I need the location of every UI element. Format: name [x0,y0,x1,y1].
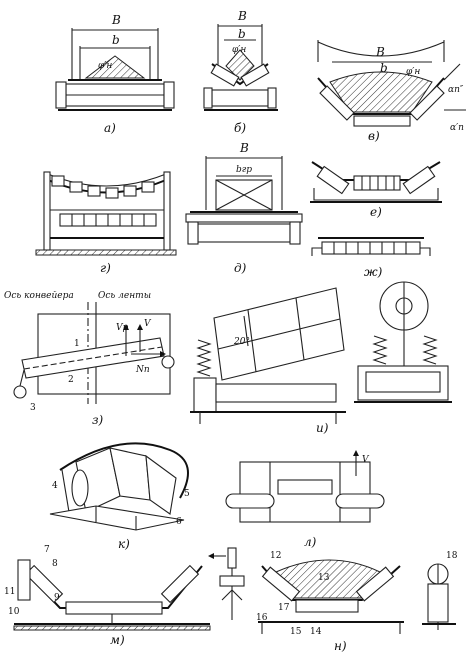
caption-d: д) [234,261,247,275]
caption-b: б) [234,121,246,135]
dim-B-b: B [237,9,247,23]
label-V-z: V [144,319,152,329]
caption-a: а) [104,121,116,135]
num-13: 13 [318,573,330,583]
garland-rollers [51,175,155,199]
caption-n: н) [334,639,347,653]
caption-g: г) [100,261,111,275]
figure-a-flat-idler: B b φ′н а) [55,13,175,135]
figure-v-three-roll-idler: B b φ′н αп″ α′п в) [317,40,466,143]
num-3: 3 [30,403,36,413]
figure-d-idler: B bгр д) [185,141,303,275]
caption-k: к) [118,537,130,551]
num-8: 8 [52,559,58,569]
return-rollers-g [59,213,157,227]
num-14: 14 [310,627,322,637]
label-belt-axis: Ось ленты [98,291,151,301]
figure-z-centering-plan: Ось конвейера Ось ленты 1 2 3 Vр V Nп з) [4,291,175,427]
num-18: 18 [446,551,458,561]
dim-b-a: b [112,33,120,47]
caption-l: л) [304,535,317,549]
num-7: 7 [44,545,50,555]
figure-e-idler: е) [310,161,442,219]
dim-phi-v: φ′н [406,67,420,77]
label-Vp: Vр [116,323,128,333]
caption-i: и) [316,421,329,435]
figure-g-garland-idler: г) [35,171,177,275]
caption-zh: ж) [364,265,383,279]
caption-v: в) [368,129,380,143]
dim-alpha-sec: α′п [450,123,464,133]
dim-b-b: b [238,27,246,41]
figure-b-two-roll-idler: B b φ′н б) [203,9,278,135]
dim-phi-a: φ′н [98,61,112,71]
spring-left-i [196,339,212,377]
num-10: 10 [8,607,20,617]
num-11: 11 [4,587,15,597]
figure-zh-return-idler: ж) [311,237,431,279]
caption-z: з) [92,413,104,427]
dim-B-d: B [239,141,249,155]
num-12: 12 [270,551,281,561]
dim-bgr-d: bгр [236,165,252,175]
dim-B-a: B [111,13,121,27]
figure-n-idler: 12 13 14 15 16 17 18 н) [256,551,458,653]
spring-right-i-1 [372,335,388,365]
num-5: 5 [184,489,190,499]
dim-B-v: B [375,45,385,59]
dim-phi-b: φ′н [232,45,246,55]
figure-m-idler: 7 8 9 10 11 м) [4,545,245,647]
caption-m: м) [110,633,125,647]
num-16: 16 [256,613,268,623]
num-17: 17 [278,603,290,613]
num-15: 15 [290,627,302,637]
dim-b-v: b [380,61,388,75]
dim-alpha-main: αп″ [448,85,464,95]
label-Nn: Nп [135,365,150,375]
label-conveyor-axis: Ось конвейера [4,291,74,301]
label-V-l: V [362,455,370,465]
figure-k-isometric-idler: 4 5 6 к) [49,442,190,551]
num-2: 2 [68,375,74,385]
caption-e: е) [370,205,382,219]
figure-i-self-aligning-idler: 20° и) [190,281,452,435]
figure-l-plan: V л) [225,450,385,549]
label-angle-20: 20° [233,337,250,347]
num-4: 4 [52,481,58,491]
num-6: 6 [176,517,182,527]
num-9: 9 [54,593,60,603]
num-1: 1 [74,339,80,349]
spring-right-i-2 [422,335,438,365]
